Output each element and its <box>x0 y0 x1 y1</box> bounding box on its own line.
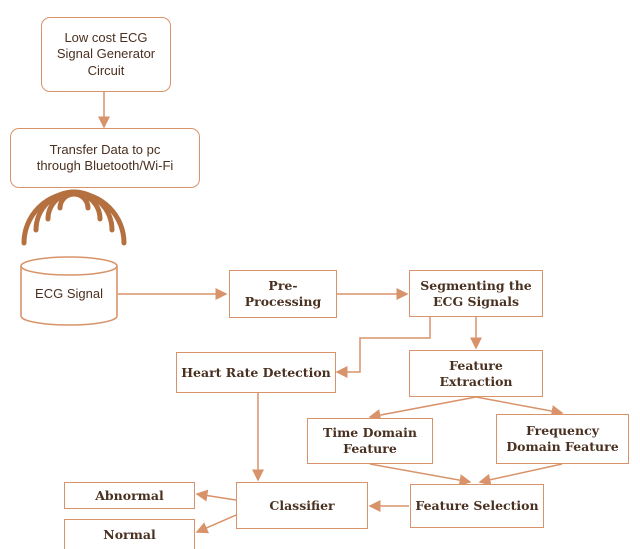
arrow-classifier-abnormal <box>195 489 237 502</box>
segmenting-label: Segmenting the ECG Signals <box>420 277 532 309</box>
abnormal-label: Abnormal <box>95 487 164 503</box>
heart-rate-label: Heart Rate Detection <box>181 364 331 380</box>
segmenting-box: Segmenting the ECG Signals <box>409 270 543 317</box>
preprocessing-box: Pre- Processing <box>229 270 337 318</box>
transfer-label: Transfer Data to pc through Bluetooth/Wi… <box>36 141 174 173</box>
preprocessing-label: Pre- Processing <box>244 278 322 309</box>
generator-box: Low cost ECG Signal Generator Circuit <box>41 17 171 92</box>
abnormal-box: Abnormal <box>64 482 195 509</box>
feature-selection-box: Feature Selection <box>410 484 544 528</box>
frequency-domain-label: Frequency Domain Feature <box>506 423 619 454</box>
generator-label: Low cost ECG Signal Generator Circuit <box>56 30 156 78</box>
time-domain-label: Time Domain Feature <box>323 425 417 456</box>
wifi-signal-icon <box>21 189 127 246</box>
heart-rate-box: Heart Rate Detection <box>176 352 336 393</box>
ecg-signal-label: ECG Signal <box>35 285 103 301</box>
arrow-classifier-normal <box>195 514 237 534</box>
feature-selection-label: Feature Selection <box>415 498 539 514</box>
ecg-signal-node: ECG Signal <box>21 280 117 308</box>
feature-extraction-box: Feature Extraction <box>409 350 543 397</box>
arrow-extraction-frequency <box>475 396 564 417</box>
feature-extraction-label: Feature Extraction <box>439 357 513 389</box>
arrow-frequency-selection <box>478 463 563 486</box>
arrow-segmenting-heartrate <box>335 317 431 378</box>
transfer-box: Transfer Data to pc through Bluetooth/Wi… <box>10 128 200 188</box>
frequency-domain-box: Frequency Domain Feature <box>496 414 629 464</box>
database-cylinder-icon <box>20 256 118 326</box>
classifier-box: Classifier <box>236 482 368 529</box>
arrow-time-selection <box>369 463 472 487</box>
normal-box: Normal <box>64 519 195 549</box>
time-domain-box: Time Domain Feature <box>307 418 433 464</box>
normal-label: Normal <box>103 526 156 542</box>
arrow-extraction-time <box>368 396 477 421</box>
classifier-label: Classifier <box>269 497 335 513</box>
